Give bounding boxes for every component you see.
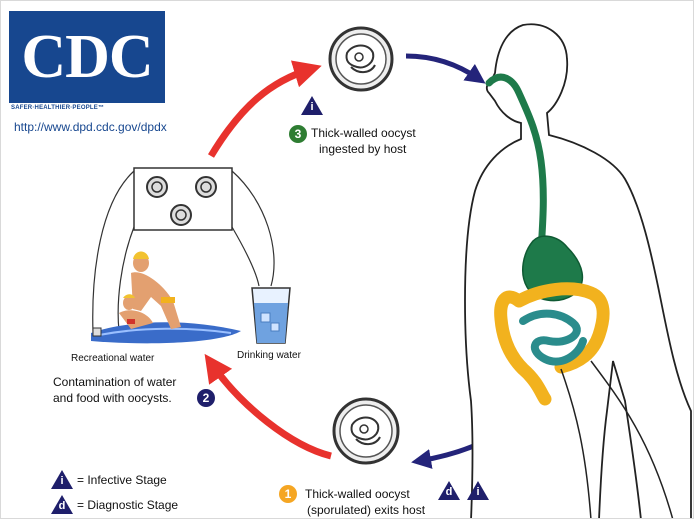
cdc-logo: CDC: [9, 11, 165, 103]
step-1-label-line2: (sporulated) exits host: [307, 502, 425, 518]
water-oocysts-inset: [93, 168, 274, 333]
cdc-logo-text: CDC: [21, 26, 152, 88]
infective-badge-step3: i: [301, 96, 323, 115]
step-3-label-line2: ingested by host: [319, 141, 406, 157]
legend-infective: i = Infective Stage: [51, 470, 167, 489]
drinking-water-label: Drinking water: [237, 350, 301, 361]
step-2-label-line1: Contamination of water: [53, 374, 176, 390]
step-1-label-line1: Thick-walled oocyst: [305, 486, 410, 502]
arrow-to-mouth: [406, 56, 479, 79]
legend-diagnostic: d = Diagnostic Stage: [51, 495, 178, 514]
cdc-tagline: SAFER·HEALTHIER·PEOPLE™: [11, 105, 167, 111]
human-body-silhouette: [465, 24, 691, 519]
triangle-badge-icon: i: [301, 96, 323, 115]
recreational-water-icon: [91, 252, 241, 344]
infective-badge-step1: i: [467, 481, 489, 500]
oocyst-ingested-icon: [330, 28, 392, 90]
step-2-circle: 2: [197, 389, 215, 407]
triangle-badge-icon: i: [51, 470, 73, 489]
step-3-label-line1: Thick-walled oocyst: [311, 125, 416, 141]
legend-diagnostic-text: = Diagnostic Stage: [77, 497, 178, 513]
recreational-water-label: Recreational water: [71, 353, 154, 364]
step-3-circle: 3: [289, 125, 307, 143]
triangle-badge-icon: d: [438, 481, 460, 500]
arrow-to-contamination: [211, 363, 331, 456]
step-1-circle: 1: [279, 485, 297, 503]
diagnostic-badge-step1: d: [438, 481, 460, 500]
oocyst-exits-icon: [334, 399, 398, 463]
triangle-badge-icon: d: [51, 495, 73, 514]
triangle-badge-icon: i: [467, 481, 489, 500]
drinking-water-glass-icon: [252, 288, 290, 343]
legend-infective-text: = Infective Stage: [77, 472, 167, 488]
step-2-label-line2: and food with oocysts.: [53, 390, 172, 406]
cdc-url-link[interactable]: http://www.dpd.cdc.gov/dpdx: [14, 120, 167, 134]
